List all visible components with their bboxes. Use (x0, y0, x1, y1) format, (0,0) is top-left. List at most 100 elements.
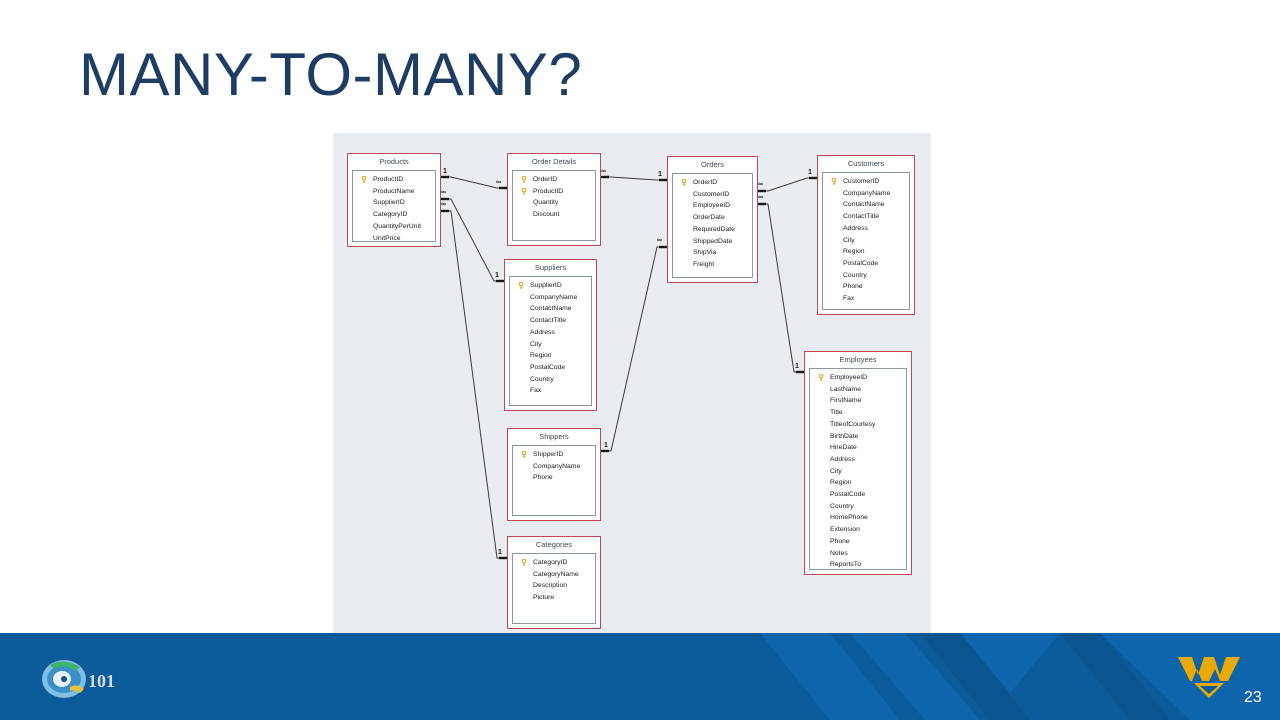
table-field[interactable]: City (530, 340, 542, 348)
table-field[interactable]: Address (843, 224, 868, 232)
table-field[interactable]: ContactTitle (843, 213, 880, 221)
table-field[interactable]: ShippedDate (693, 237, 733, 245)
table-field[interactable]: Description (533, 582, 567, 590)
table-field[interactable]: FirstName (830, 397, 862, 405)
primary-key-icon (521, 559, 527, 566)
primary-key-icon (361, 176, 367, 183)
table-field[interactable]: Region (530, 352, 552, 360)
wvu-logo (1178, 657, 1240, 698)
table-field[interactable]: CustomerID (843, 178, 880, 185)
table-field[interactable]: Country (530, 375, 554, 383)
cardinality-one-mark: 1 (495, 272, 499, 279)
table-field[interactable]: Address (530, 328, 555, 336)
table-field[interactable]: Region (843, 248, 865, 256)
table-field[interactable]: QuantityPerUnit (373, 222, 421, 230)
table-field[interactable]: PostalCode (830, 491, 866, 498)
table-field[interactable]: RequiredDate (693, 225, 735, 233)
table-field[interactable]: EmployeeID (830, 374, 868, 381)
table-title: Customers (847, 159, 885, 168)
table-field[interactable]: ProductID (533, 187, 564, 195)
table-field[interactable]: Country (843, 271, 867, 279)
table-field[interactable]: HireDate (830, 444, 857, 452)
table-field[interactable]: OrderDate (693, 214, 725, 222)
table-field[interactable]: Phone (843, 283, 863, 291)
footer-bar: 101 23 (0, 633, 1280, 720)
table-field[interactable]: CategoryID (533, 559, 568, 566)
table-field[interactable]: Fax (843, 295, 855, 302)
table-field[interactable]: Quantity (533, 199, 559, 207)
table-field[interactable]: PostalCode (843, 259, 879, 267)
table-field[interactable]: OrderID (533, 176, 558, 183)
table-title: Products (379, 157, 409, 166)
table-field[interactable]: City (830, 467, 842, 475)
cardinality-one-mark: 1 (604, 442, 608, 449)
table-field[interactable]: SupplierID (530, 282, 562, 289)
table-field[interactable]: SupplierID (373, 199, 405, 207)
table-field[interactable]: Notes (830, 549, 848, 557)
primary-key-icon (521, 176, 527, 183)
primary-key-icon (818, 374, 824, 381)
table-field[interactable]: LastName (830, 385, 861, 393)
table-field[interactable]: Title (830, 409, 843, 417)
table-field[interactable]: CategoryName (533, 570, 579, 578)
table-field[interactable]: BirthDate (830, 432, 859, 440)
table-field[interactable]: ContactTitle (530, 317, 567, 325)
table-field[interactable]: CompanyName (843, 189, 891, 197)
table-field[interactable]: CustomerID (693, 190, 730, 198)
cardinality-many-mark: ∞ (441, 201, 446, 208)
cardinality-one-mark: 1 (498, 549, 502, 556)
table-field[interactable]: ContactName (530, 305, 572, 313)
table-field[interactable]: Region (830, 479, 852, 487)
table-field[interactable]: CompanyName (533, 462, 581, 470)
cardinality-many-mark: ∞ (657, 237, 662, 244)
cardinality-one-mark: 1 (808, 169, 812, 176)
table-field[interactable]: City (843, 236, 855, 244)
table-field[interactable]: ShipperID (533, 451, 564, 458)
table-field[interactable]: ShipVia (693, 249, 717, 257)
table-field[interactable]: Address (830, 455, 855, 463)
relationship-line-shippers-orders (601, 246, 667, 452)
footer-chevron-pattern (760, 633, 1280, 720)
table-field[interactable]: Country (830, 502, 854, 510)
table-field[interactable]: ReportsTo (830, 561, 861, 569)
table-field[interactable]: Picture (533, 594, 555, 602)
table-field[interactable]: CategoryID (373, 211, 408, 219)
table-field[interactable]: EmployeeID (693, 202, 731, 210)
table-field[interactable]: UnitPrice (373, 234, 401, 242)
table-field[interactable]: ContactName (843, 201, 885, 209)
table-field[interactable]: Freight (693, 260, 715, 268)
table-field[interactable]: ProductID (373, 176, 404, 183)
table-field[interactable]: Fax (530, 387, 542, 395)
table-title: Order Details (531, 157, 577, 166)
table-field[interactable]: CompanyName (530, 293, 578, 301)
table-field[interactable]: Discount (533, 211, 560, 219)
primary-key-icon (518, 282, 524, 289)
cardinality-many-mark: ∞ (496, 179, 501, 186)
table-field[interactable]: HomePhone (830, 514, 868, 522)
table-field[interactable]: OrderID (693, 179, 718, 186)
table-field[interactable]: PostalCode (530, 363, 566, 371)
course-logo: 101 (42, 660, 115, 698)
cardinality-many-mark: ∞ (758, 194, 763, 201)
cardinality-one-mark: 1 (795, 363, 799, 370)
table-field[interactable]: Phone (830, 537, 850, 545)
table-field[interactable]: ProductName (373, 187, 415, 195)
relationship-lines (441, 175, 817, 560)
primary-key-icon (521, 451, 527, 458)
relationship-line-products-categories (441, 210, 507, 559)
table-field[interactable]: TitleofCourtesy (830, 420, 876, 428)
table-field[interactable]: Phone (533, 474, 553, 482)
cardinality-many-mark: ∞ (758, 181, 763, 188)
table-field[interactable]: Extension (830, 526, 860, 534)
